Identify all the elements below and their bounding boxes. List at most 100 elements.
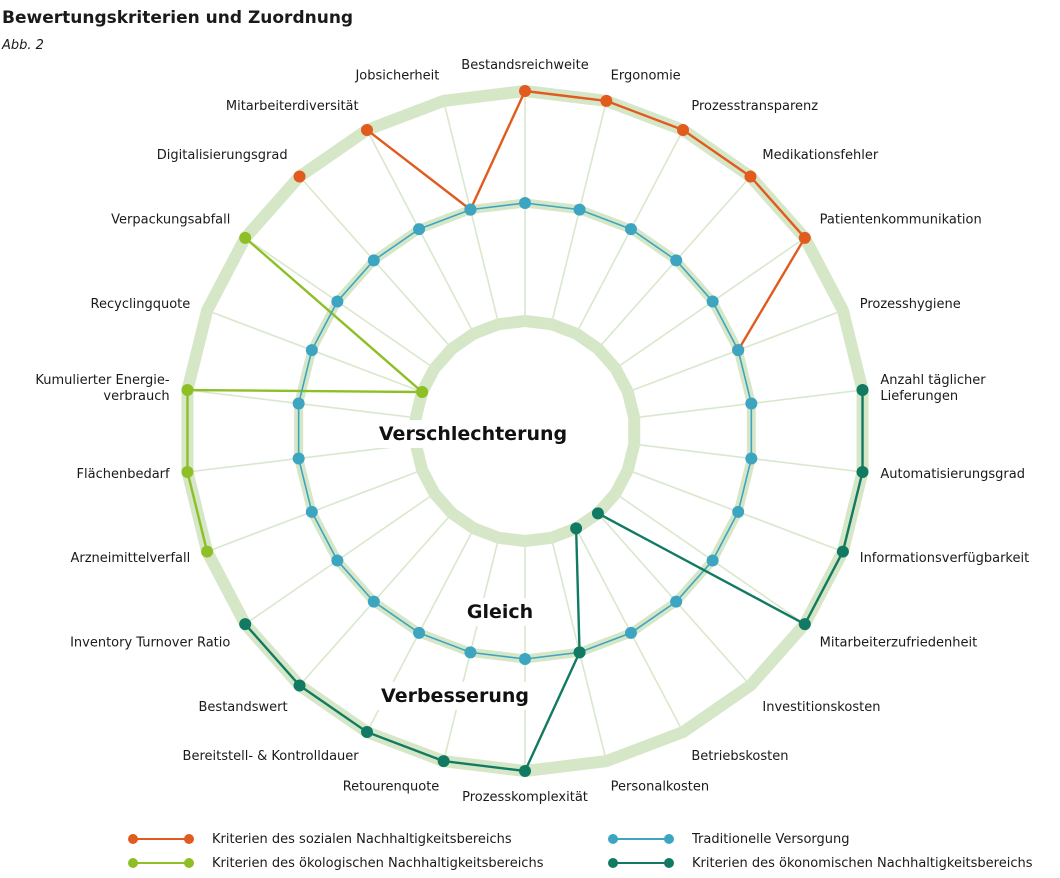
axis-label-22: Verpackungsabfall (111, 213, 230, 228)
axis-label-15: Bereitstell- & Kontrolldauer (183, 749, 360, 764)
axis-label-line: Bestandswert (199, 700, 288, 715)
series-1 (181, 231, 429, 558)
level-label-bg (375, 682, 535, 710)
axis-label-5: Prozesshygiene (860, 297, 961, 312)
series-0 (293, 85, 811, 357)
legend-bar (612, 862, 670, 864)
series-segment (469, 89, 527, 211)
legend-label-social: Kriterien des sozialen Nachhaltigkeitsbe… (212, 831, 512, 847)
axis-label-2: Prozesstransparenz (691, 99, 818, 114)
legend: Kriterien des sozialen Nachhaltigkeitsbe… (0, 826, 1060, 878)
series-segment (523, 651, 581, 773)
series-segment (736, 236, 807, 352)
level-label-bg (372, 420, 574, 448)
axis-label-17: Inventory Turnover Ratio (70, 635, 230, 650)
legend-label-ecological: Kriterien des ökologischen Nachhaltigkei… (212, 855, 544, 871)
data-point (745, 452, 758, 465)
data-point (624, 223, 637, 236)
axis-label-line: Prozesstransparenz (691, 99, 818, 114)
axis-label-19: Flächenbedarf (77, 467, 170, 482)
level-label-bg (460, 598, 540, 626)
level-labels: Verbesserung Gleich Verschlechterung (372, 420, 574, 710)
data-point (519, 765, 531, 777)
legend-item-economic: Kriterien des ökonomischen Nachhaltigkei… (608, 852, 1033, 874)
data-point (744, 170, 757, 183)
axis-label-line: Prozesshygiene (860, 297, 961, 312)
data-point (360, 726, 373, 739)
axis-label-23: Digitalisierungsgrad (157, 148, 288, 163)
level-label-text: Verschlechterung (379, 423, 567, 445)
data-point (292, 452, 305, 465)
legend-label-traditional: Traditionelle Versorgung (692, 831, 850, 847)
legend-dot (608, 834, 618, 844)
data-point (798, 618, 811, 631)
data-point (331, 554, 344, 567)
data-point (201, 545, 214, 558)
data-point (836, 545, 849, 558)
series-layer (181, 85, 869, 777)
axis-label-4: Patientenkommunikation (820, 213, 982, 228)
data-point (732, 505, 745, 518)
axis-label-3: Medikationsfehler (762, 148, 878, 163)
axis-label-11: Betriebskosten (691, 749, 788, 764)
series-segment (574, 527, 581, 654)
legend-label-economic: Kriterien des ökonomischen Nachhaltigkei… (692, 855, 1033, 871)
data-point (367, 254, 380, 267)
legend-dot (184, 834, 194, 844)
level-label-gleich: Gleich (460, 598, 540, 626)
axis-label-line: Retourenquote (343, 780, 440, 795)
data-point (706, 554, 719, 567)
axis-label-line: Verpackungsabfall (111, 213, 230, 228)
axis-label-20: Kumulierter Energie-verbrauch (35, 373, 170, 404)
data-point (519, 653, 531, 665)
level-label-text: Verbesserung (381, 685, 529, 707)
axis-label-line: Recyclingquote (91, 297, 191, 312)
axis-label-14: Retourenquote (343, 780, 440, 795)
series-segment (749, 175, 807, 240)
legend-bar (132, 862, 190, 864)
axis-label-0: Bestandsreichweite (461, 58, 588, 73)
data-point (856, 384, 869, 397)
chart-title: Bewertungskriterien und Zuordnung (2, 8, 354, 28)
axis-label-1: Ergonomie (611, 68, 681, 83)
axis-label-21: Recyclingquote (91, 297, 191, 312)
series-segment (442, 759, 527, 773)
data-point (591, 507, 604, 520)
axis-label-line: Investitionskosten (762, 700, 880, 715)
axis-label-16: Bestandswert (199, 700, 288, 715)
legend-dot (664, 834, 674, 844)
data-point (856, 465, 869, 478)
axis-label-line: Arzneimittelverfall (70, 551, 190, 566)
chart-subtitle: Abb. 2 (2, 38, 44, 53)
axis-label-line: Mitarbeiterzufriedenheit (820, 635, 978, 650)
radar-chart: BestandsreichweiteErgonomieProzesstransp… (35, 58, 1029, 805)
axis-labels: BestandsreichweiteErgonomieProzesstransp… (35, 58, 1029, 805)
series-segment (605, 99, 685, 132)
series-segment (523, 89, 608, 103)
legend-dot (608, 858, 618, 868)
legend-swatch-economic (608, 852, 674, 874)
data-point (305, 505, 318, 518)
axis-label-line: Jobsicherheit (354, 68, 439, 83)
series-segment (186, 388, 424, 394)
data-point (570, 522, 583, 535)
legend-dot (128, 834, 138, 844)
axis-label-7: Automatisierungsgrad (880, 467, 1025, 482)
axis-label-line: Informationsverfügbarkeit (860, 551, 1029, 566)
series-segment (596, 512, 807, 626)
axis-label-line: Betriebskosten (691, 749, 788, 764)
axis-label-line: Bereitstell- & Kontrolldauer (183, 749, 360, 764)
axis-label-25: Jobsicherheit (354, 68, 439, 83)
level-label-text: Gleich (467, 601, 533, 623)
data-point (732, 344, 745, 357)
axis-label-9: Mitarbeiterzufriedenheit (820, 635, 978, 650)
axis-label-line: Kumulierter Energie- (35, 373, 170, 388)
data-point (573, 646, 586, 659)
series-segment (298, 684, 369, 734)
data-point (292, 397, 305, 410)
axis-label-8: Informationsverfügbarkeit (860, 551, 1029, 566)
legend-bar (132, 838, 190, 840)
data-point (745, 397, 758, 410)
axis-label-line: Anzahl täglicher (880, 373, 986, 388)
